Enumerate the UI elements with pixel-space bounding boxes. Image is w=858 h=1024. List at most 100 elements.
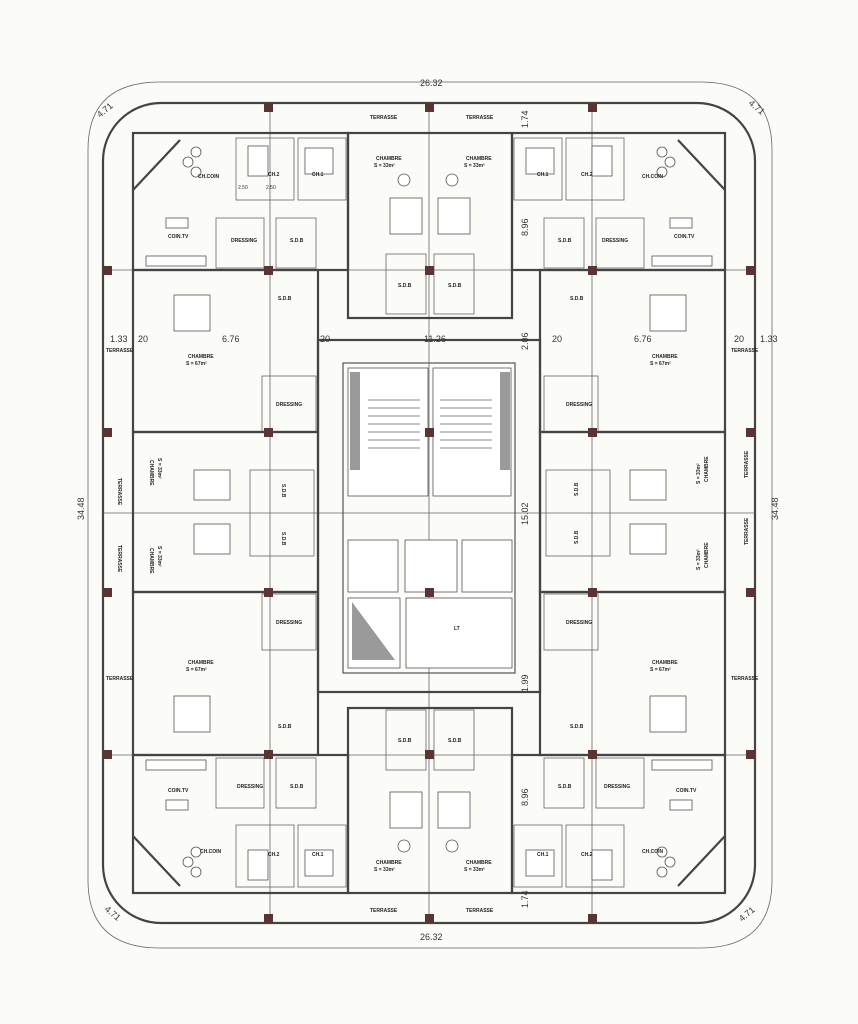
label-sdb-bottom-2: S.D.B — [448, 738, 462, 744]
label-dressing-tr: DRESSING — [602, 238, 628, 244]
label-dressing-right-1: DRESSING — [566, 402, 592, 408]
label-chambre-left-1: CHAMBRE — [188, 354, 214, 360]
label-sdb-tl2: S.D.B — [278, 296, 292, 302]
label-sdb-top-1: S.D.B — [398, 283, 412, 289]
label-lt: LT — [454, 626, 460, 632]
label-chcoin-tl: CH.COIN — [198, 174, 220, 180]
dim-right-height: 34.48 — [770, 497, 780, 520]
label-ch2-tr: CH.2 — [581, 172, 593, 178]
stair-treads — [368, 399, 492, 449]
label-terrasse-left-1: TERRASSE — [106, 348, 134, 354]
label-terrasse-top-1: TERRASSE — [370, 115, 398, 121]
label-area-bottom-2: S = 33m² — [464, 867, 485, 873]
studio-top — [346, 131, 514, 320]
dim-bottom-width: 26.32 — [420, 932, 443, 942]
label-dressing-tl: DRESSING — [231, 238, 257, 244]
label-chcoin-tr: CH.COIN — [642, 174, 664, 180]
label-chambre-right-3: CHAMBRE — [704, 542, 710, 568]
outer-dimension-arc — [87, 81, 773, 949]
dim-terrace-top: 1.74 — [520, 110, 530, 128]
label-dressing-bl: DRESSING — [237, 784, 263, 790]
dim-room-depth-right: 6.76 — [634, 334, 652, 344]
label-sdb-right-2: S.D.B — [574, 530, 580, 544]
label-sdb-br2: S.D.B — [558, 784, 572, 790]
dim-top-width: 26.32 — [420, 78, 443, 88]
dim-terrace-bottom: 1.74 — [520, 890, 530, 908]
dim-wall-right-2: 20 — [734, 334, 744, 344]
label-area-left-1: S = 67m² — [186, 361, 207, 367]
label-terrasse-right-1: TERRASSE — [731, 348, 759, 354]
label-chambre-left-3: CHAMBRE — [148, 548, 154, 574]
label-terrasse-top-2: TERRASSE — [466, 115, 494, 121]
label-area-bottom-1: S = 33m² — [374, 867, 395, 873]
label-terrasse-right-2: TERRASSE — [731, 676, 759, 682]
lt-room — [405, 597, 513, 669]
label-sdb-bl2: S.D.B — [290, 784, 304, 790]
label-dressing-br: DRESSING — [604, 784, 630, 790]
label-sdb-bottom-1: S.D.B — [398, 738, 412, 744]
dim-side-left: 1.33 — [110, 334, 128, 344]
label-ch1-tl: CH.1 — [312, 172, 324, 178]
apartment-bottom-right — [510, 753, 727, 895]
label-cointv-tl: COIN.TV — [168, 234, 189, 240]
bedrooms-right — [538, 268, 727, 757]
label-sdb-tr2: S.D.B — [570, 296, 584, 302]
structural-columns — [103, 103, 755, 923]
label-sdb-left-1: S.D.B — [280, 484, 286, 498]
apartment-top-right — [510, 131, 727, 272]
label-sdb-br1: S.D.B — [570, 724, 584, 730]
label-ch2-br: CH.2 — [581, 852, 593, 858]
label-area-left-4: S = 67m² — [186, 667, 207, 673]
label-area-right-1: S = 67m² — [650, 361, 671, 367]
label-sdb-tr1: S.D.B — [558, 238, 572, 244]
dim-small-a: 2.50 — [238, 185, 248, 191]
dim-small-b: 2.50 — [266, 185, 276, 191]
dim-room-depth-left: 6.76 — [222, 334, 240, 344]
label-area-right-2: S = 33m² — [696, 463, 702, 484]
label-dressing-left-1: DRESSING — [276, 402, 302, 408]
label-chambre-bottom-1: CHAMBRE — [376, 860, 402, 866]
dim-wall-left-2: 20 — [320, 334, 330, 344]
dim-corner-tr: 4.71 — [747, 98, 767, 117]
label-sdb-bl1: S.D.B — [278, 724, 292, 730]
dim-wing-bottom: 8.96 — [520, 788, 530, 806]
label-cointv-bl: COIN.TV — [168, 788, 189, 794]
dim-corridor-width: 11.26 — [424, 334, 446, 344]
label-ch1-bl: CH.1 — [312, 852, 324, 858]
label-ch1-br: CH.1 — [537, 852, 549, 858]
label-cointv-tr: COIN.TV — [674, 234, 695, 240]
label-ch2-tl: CH.2 — [268, 172, 280, 178]
dim-wing-top: 8.96 — [520, 218, 530, 236]
label-chambre-bottom-2: CHAMBRE — [466, 860, 492, 866]
studio-bottom — [346, 706, 514, 895]
label-chcoin-bl: CH.COIN — [200, 849, 222, 855]
label-dressing-right-3: DRESSING — [566, 620, 592, 626]
label-sdb-left-2: S.D.B — [280, 532, 286, 546]
dim-wall-right: 20 — [552, 334, 562, 344]
label-sdb-top-2: S.D.B — [448, 283, 462, 289]
dim-side-right: 1.33 — [760, 334, 778, 344]
dim-wall-left: 20 — [138, 334, 148, 344]
label-chambre-top-1: CHAMBRE — [376, 156, 402, 162]
dim-left-height: 34.48 — [76, 497, 86, 520]
label-terrasse-left-v2: TERRASSE — [116, 545, 122, 573]
label-terrasse-left-2: TERRASSE — [106, 676, 134, 682]
label-terrasse-right-v2: TERRASSE — [744, 517, 750, 545]
label-area-top-1: S = 33m² — [374, 163, 395, 169]
bedrooms-left — [131, 268, 320, 757]
apartment-top-left — [131, 131, 350, 272]
label-ch2-bl: CH.2 — [268, 852, 280, 858]
dim-gap-lower: 1.99 — [520, 674, 530, 692]
label-area-left-2: S = 33m² — [156, 458, 162, 479]
dim-corner-br: 4.71 — [737, 905, 757, 924]
dim-core-height: 15.02 — [520, 502, 530, 525]
label-sdb-tl1: S.D.B — [290, 238, 304, 244]
label-area-left-3: S = 33m² — [156, 546, 162, 567]
label-terrasse-right-v1: TERRASSE — [744, 450, 750, 478]
label-cointv-br: COIN.TV — [676, 788, 697, 794]
label-chcoin-br: CH.COIN — [642, 849, 664, 855]
dim-corridor-gap: 2.06 — [520, 332, 530, 350]
label-terrasse-left-v1: TERRASSE — [116, 478, 122, 506]
label-area-right-3: S = 33m² — [696, 549, 702, 570]
